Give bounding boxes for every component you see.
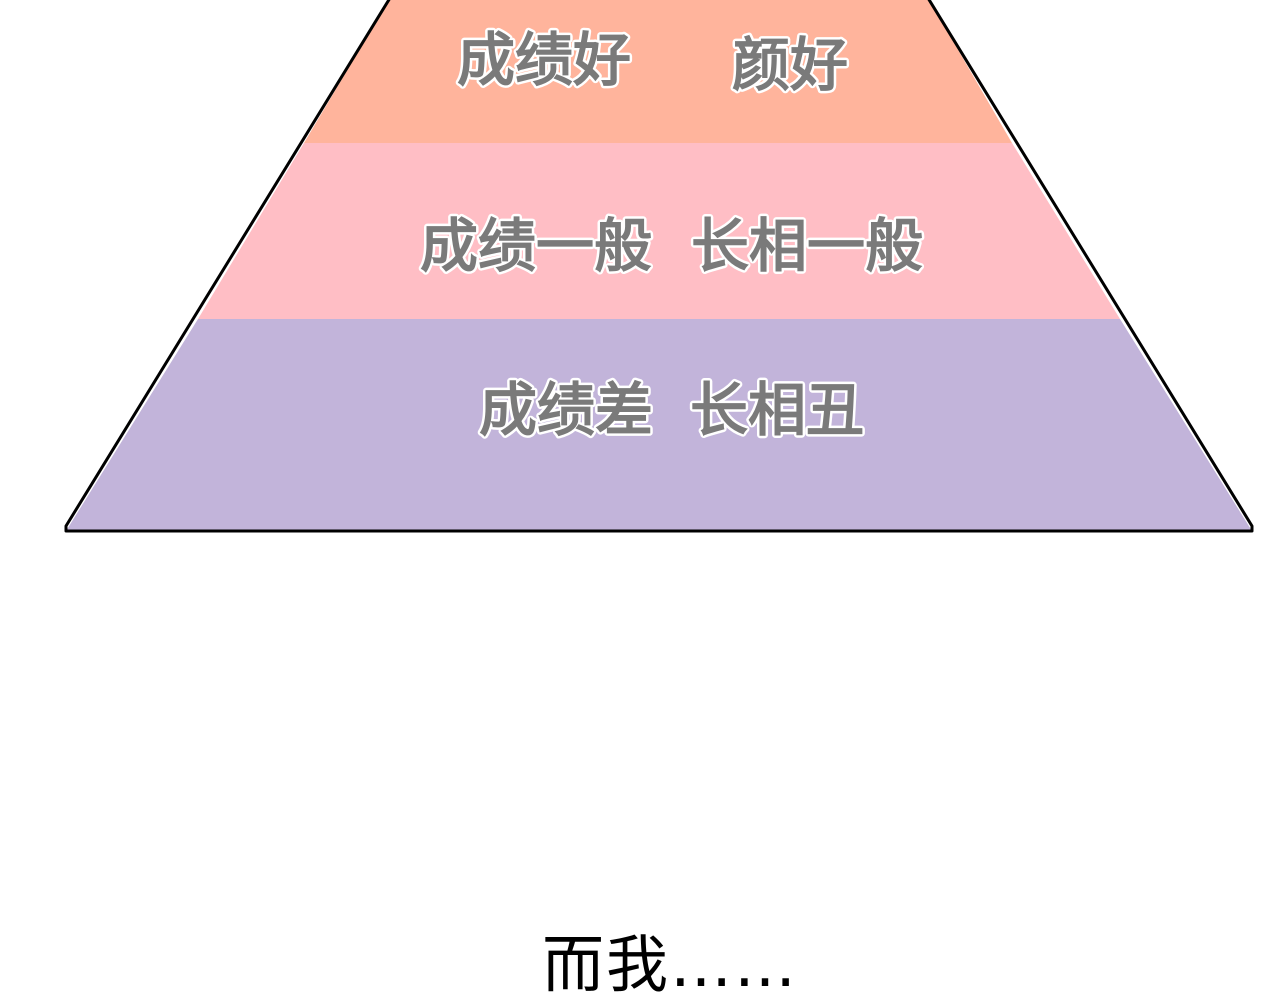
caption-text: 而我…… <box>541 928 798 1001</box>
tier-middle-right-label: 长相一般 <box>691 212 923 280</box>
tier-bottom-left-label: 成绩差 <box>479 376 653 444</box>
pyramid-diagram: 成绩好 颜好 成绩一般 长相一般 成绩差 长相丑 <box>64 0 1254 533</box>
pyramid-tier-middle <box>198 143 1120 319</box>
tier-top-left-label: 成绩好 <box>457 26 631 94</box>
tier-middle-left-label: 成绩一般 <box>420 212 652 280</box>
pyramid-tier-bottom <box>66 319 1252 531</box>
pyramid-outline <box>64 0 1254 533</box>
pyramid-tier-top <box>304 0 1012 143</box>
tier-bottom-right-label: 长相丑 <box>690 376 864 444</box>
tier-top-right-label: 颜好 <box>732 31 848 99</box>
